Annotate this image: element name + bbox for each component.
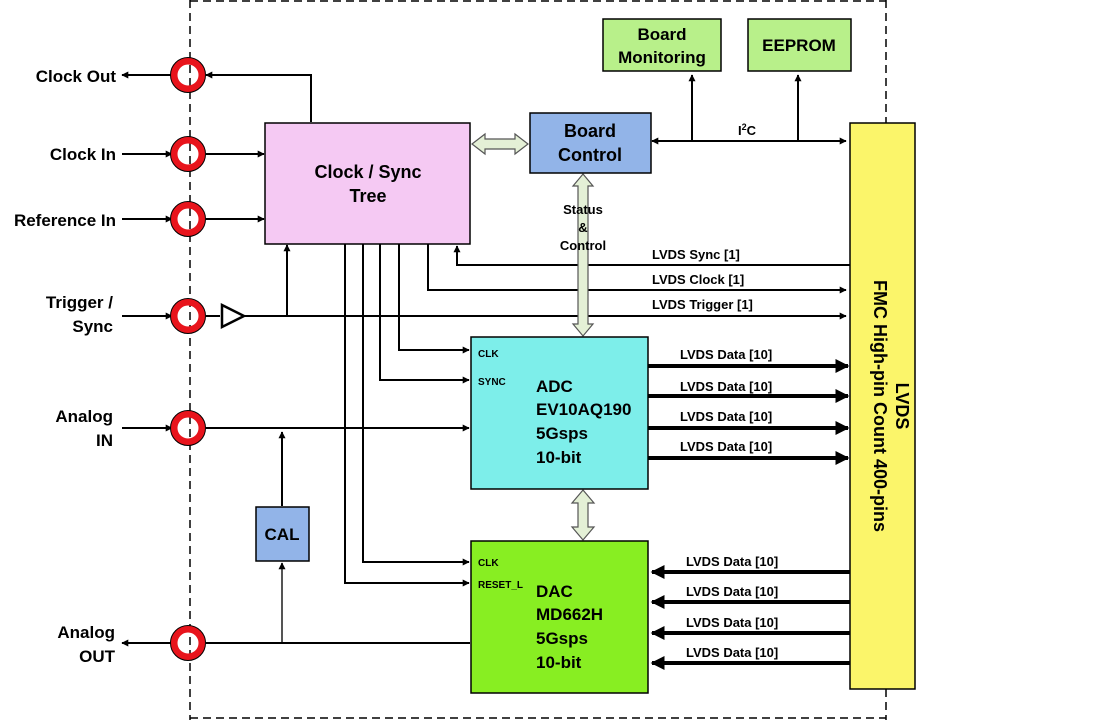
lvds-clock-wire <box>427 244 847 294</box>
trigger-buffer-icon <box>220 302 247 330</box>
eeprom-title: EEPROM <box>762 36 836 55</box>
tree-control-bidir-arrow <box>471 132 529 156</box>
fmc-title-line1: FMC High-pin Count 400-pins <box>870 280 890 532</box>
i2c-label: I2C <box>738 122 757 138</box>
adc-block: CLK SYNC ADC EV10AQ190 5Gsps 10-bit <box>470 336 649 490</box>
analog-in-label-line2: IN <box>96 431 113 450</box>
adc-title-line1: ADC <box>536 377 573 396</box>
dac-block: CLK RESET_L DAC MD662H 5Gsps 10-bit <box>470 540 649 694</box>
board-monitoring-title-line2: Monitoring <box>618 48 706 67</box>
lvds-clock-label: LVDS Clock [1] <box>652 272 744 287</box>
dac-title-line1: DAC <box>536 582 573 601</box>
trigger-sync-label-line2: Sync <box>72 317 113 336</box>
dac-title-line3: 5Gsps <box>536 629 588 648</box>
dac-clk-pin-label: CLK <box>478 558 499 569</box>
analog-out-label-line1: Analog <box>57 623 115 642</box>
reference-in-connector-icon <box>170 201 206 237</box>
fmc-connector-block: FMC High-pin Count 400-pins LVDS <box>849 122 916 690</box>
dac-data-label-3: LVDS Data [10] <box>686 615 778 630</box>
dac-title-line4: 10-bit <box>536 653 582 672</box>
reference-in-label: Reference In <box>14 211 116 230</box>
analog-in-label-line1: Analog <box>55 407 113 426</box>
board-control-block: Board Control <box>529 112 652 174</box>
adc-data-label-1: LVDS Data [10] <box>680 347 772 362</box>
dac-title-line2: MD662H <box>536 605 603 624</box>
clock-out-label: Clock Out <box>36 67 117 86</box>
dac-reset-pin-label: RESET_L <box>478 580 523 591</box>
board-monitoring-title-line1: Board <box>637 25 686 44</box>
analog-in-connector-icon <box>170 410 206 446</box>
status-control-label-line2: & <box>578 220 587 235</box>
eeprom-block: EEPROM <box>747 18 852 72</box>
status-control-label-line1: Status <box>563 202 603 217</box>
clock-out-wire <box>205 71 312 122</box>
adc-title-line3: 5Gsps <box>536 424 588 443</box>
trigger-sync-label-line1: Trigger / <box>46 293 113 312</box>
trigger-sync-connector-icon <box>170 298 206 334</box>
board-monitoring-block: Board Monitoring <box>602 18 722 72</box>
control-adc-bidir-arrow <box>571 173 595 337</box>
analog-out-label-line2: OUT <box>79 647 116 666</box>
lvds-sync-label: LVDS Sync [1] <box>652 247 740 262</box>
adc-title-line2: EV10AQ190 <box>536 400 631 419</box>
clock-in-connector-icon <box>170 136 206 172</box>
lvds-sync-wire <box>453 245 850 266</box>
analog-out-connector-icon <box>170 625 206 661</box>
clock-sync-tree-block: Clock / Sync Tree <box>264 122 471 245</box>
cal-title: CAL <box>265 525 300 544</box>
board-control-title-line2: Control <box>558 145 622 165</box>
dac-reset-wire <box>344 244 470 587</box>
adc-clk-pin-label: CLK <box>478 349 499 360</box>
lvds-trigger-label: LVDS Trigger [1] <box>652 297 753 312</box>
dac-data-label-1: LVDS Data [10] <box>686 554 778 569</box>
board-control-title-line1: Board <box>564 121 616 141</box>
adc-title-line4: 10-bit <box>536 448 582 467</box>
adc-dac-bidir-arrow <box>570 489 596 541</box>
adc-data-label-2: LVDS Data [10] <box>680 379 772 394</box>
clock-in-label: Clock In <box>50 145 116 164</box>
adc-clk-wire <box>398 244 470 354</box>
adc-sync-pin-label: SYNC <box>478 377 506 388</box>
clock-sync-tree-title-line2: Tree <box>349 186 386 206</box>
cal-block: CAL <box>255 506 310 562</box>
adc-sync-wire <box>379 244 470 384</box>
fmc-title-line2: LVDS <box>892 383 912 430</box>
adc-data-label-4: LVDS Data [10] <box>680 439 772 454</box>
status-control-label-line3: Control <box>560 238 606 253</box>
clock-out-connector-icon <box>170 57 206 93</box>
clock-sync-tree-title-line1: Clock / Sync <box>314 162 421 182</box>
adc-data-label-3: LVDS Data [10] <box>680 409 772 424</box>
dac-data-label-4: LVDS Data [10] <box>686 645 778 660</box>
dac-data-label-2: LVDS Data [10] <box>686 584 778 599</box>
dac-clk-wire <box>362 244 470 566</box>
